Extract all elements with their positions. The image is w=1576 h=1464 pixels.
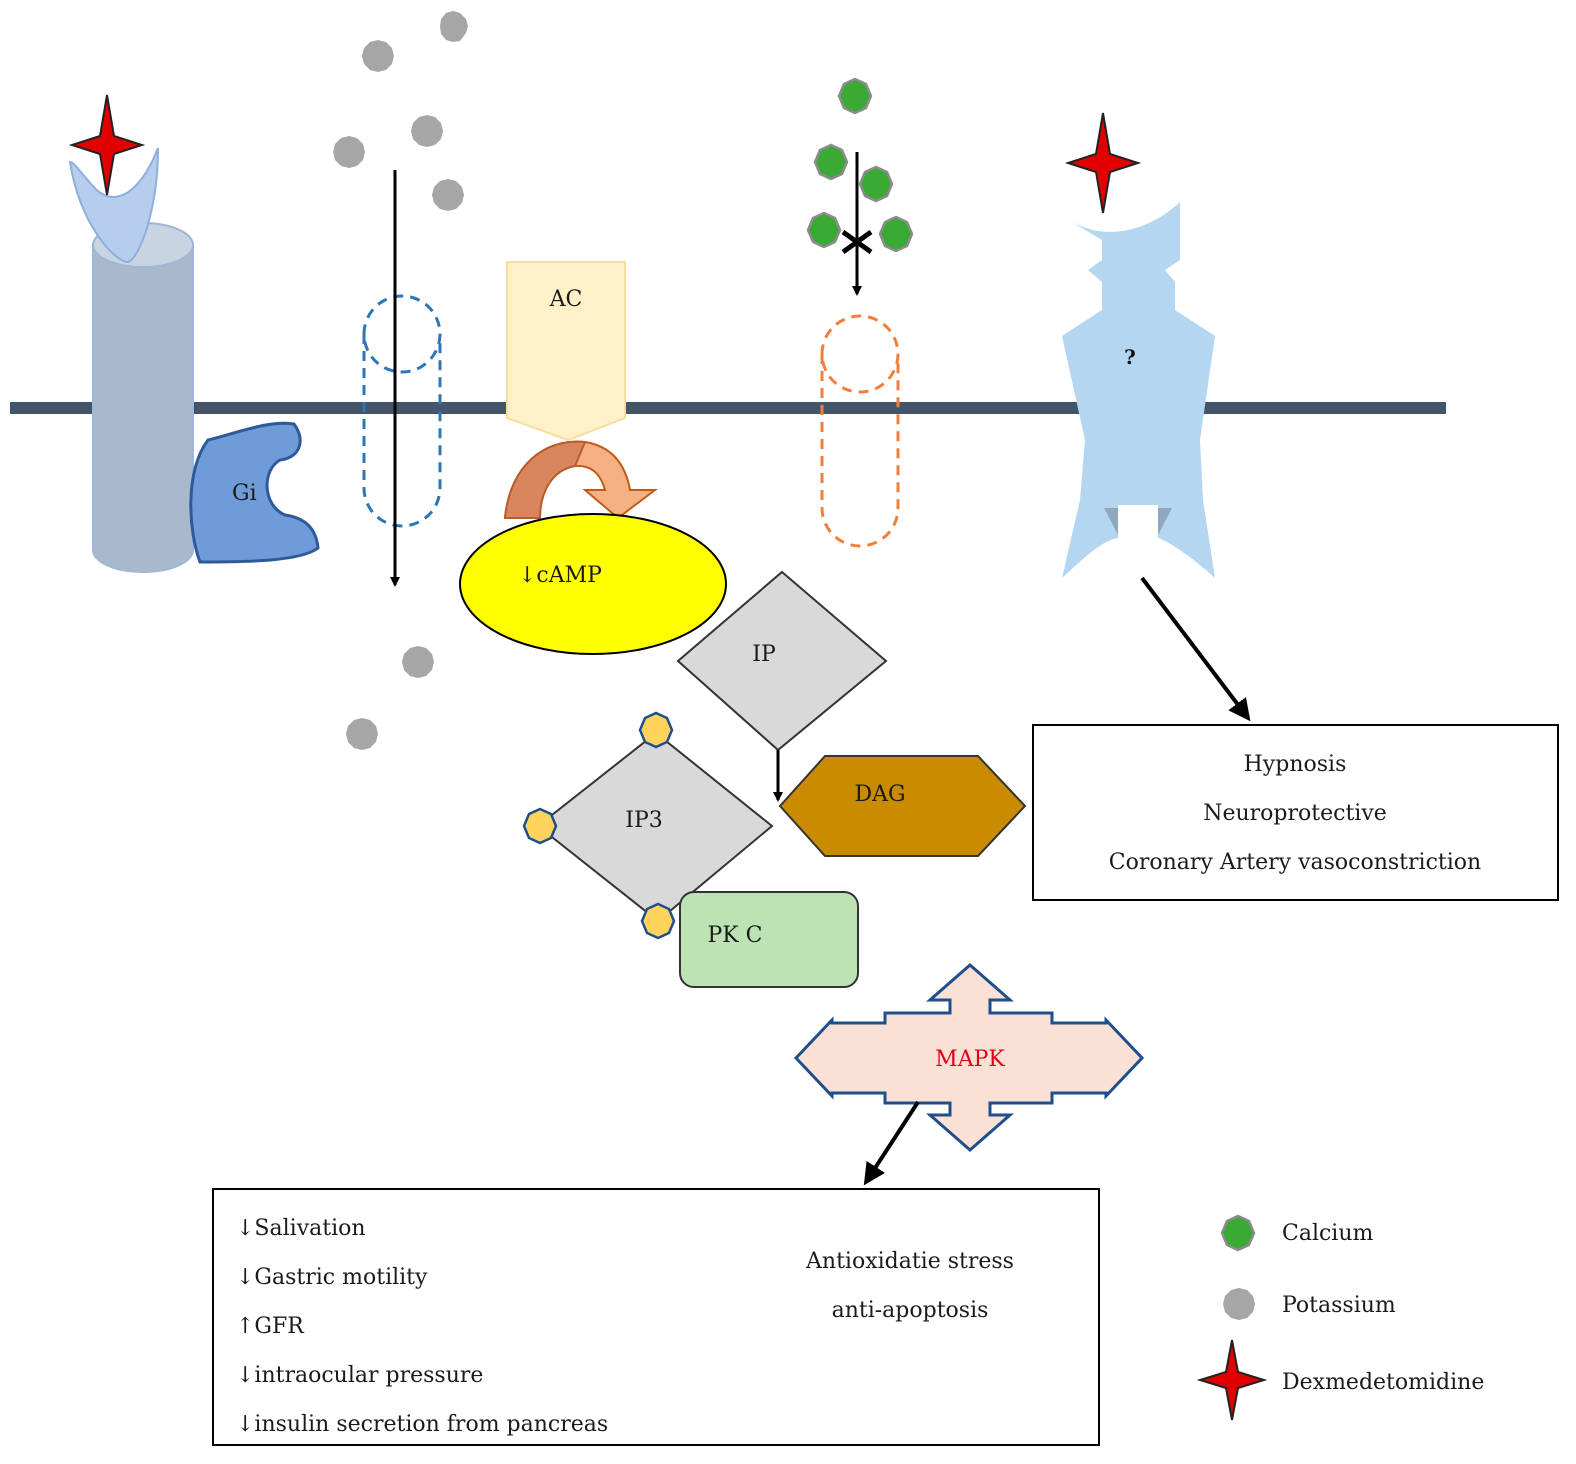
pkc-label: PK C [707,923,762,948]
calcium-ions [806,77,914,253]
effect-salivation: ↓Salivation [236,1216,366,1241]
potassium-channel [362,294,442,528]
unknown-receptor-label: ? [1124,345,1136,369]
phosphate-group [640,902,676,940]
dexmedetomidine-icon [1064,112,1142,214]
legend-calcium-label: Calcium [1282,1221,1374,1246]
calcium-ion [858,165,894,203]
adenylyl-cyclase [506,261,626,442]
potassium-ion [333,136,365,168]
camp-label: ↓cAMP [518,563,602,588]
pkc-node [679,891,859,988]
phosphate-groups [522,711,676,940]
camp-node [459,513,727,655]
potassium-ion [362,40,394,72]
ac-label: AC [549,287,583,312]
receptor-to-effects-arrow [1140,576,1251,722]
effect-coronary: Coronary Artery vasoconstriction [1109,850,1481,875]
dexmedetomidine-icon [68,94,146,196]
bottom-effects-box [212,1188,1100,1446]
effect-intraocular-pressure: ↓intraocular pressure [236,1363,483,1388]
effect-antioxidative-stress: Antioxidatie stress [805,1249,1014,1274]
unknown-receptor [1062,202,1215,578]
dag-node [778,755,1027,857]
ip-label: IP [752,642,776,667]
mapk-label: MAPK [935,1047,1005,1072]
effect-gfr: ↑GFR [236,1314,305,1339]
legend-dexmedetomidine-label: Dexmedetomidine [1282,1370,1484,1395]
effect-neuroprotective: Neuroprotective [1203,801,1387,826]
alpha2-receptor [68,147,194,573]
ip3-label: IP3 [625,808,663,833]
calcium-channel [820,314,900,548]
phosphate-group [638,711,674,749]
effect-insulin-secretion: ↓insulin secretion from pancreas [236,1412,608,1437]
dag-label: DAG [854,782,905,807]
block-mark-icon [841,229,873,255]
potassium-ion [402,646,434,678]
dexmedetomidine-icon [1196,1339,1268,1421]
mapk-node [793,963,1145,1152]
gi-label: Gi [232,481,257,506]
cell-membrane [10,402,1446,414]
potassium-ion [440,11,468,42]
legend: Calcium Potassium Dexmedetomidine [1196,1214,1484,1421]
calcium-ion [878,215,914,253]
right-effects-box [1032,724,1559,901]
potassium-ion [432,179,464,211]
potassium-ion [346,718,378,750]
calcium-ion [837,77,873,115]
legend-potassium-label: Potassium [1282,1293,1396,1318]
phosphate-group [522,807,558,845]
potassium-icon [1223,1288,1255,1320]
calcium-icon [1220,1214,1256,1252]
calcium-ion [813,143,849,181]
potassium-ion [411,115,443,147]
effect-gastric-motility: ↓Gastric motility [236,1265,428,1290]
potassium-ions [333,11,468,750]
mapk-to-effects-arrow [863,1100,920,1186]
conversion-arrow-shadow [503,440,587,519]
gi-protein [189,421,320,564]
effect-hypnosis: Hypnosis [1244,752,1347,777]
effect-anti-apoptosis: anti-apoptosis [832,1298,989,1323]
calcium-ion [806,211,842,249]
